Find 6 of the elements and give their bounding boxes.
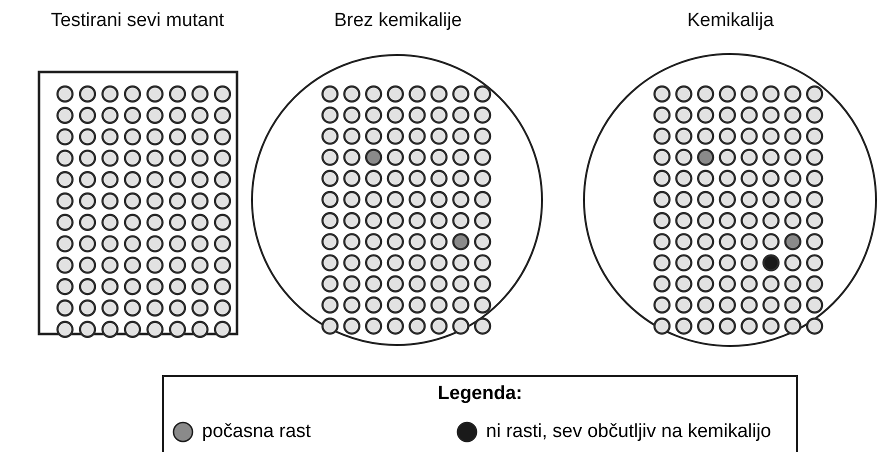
dish-title: Kemikalija bbox=[687, 10, 774, 32]
dish-title: Brez kemikalije bbox=[334, 10, 462, 32]
legend-title: Legenda: bbox=[438, 383, 522, 405]
legend-text: ni rasti, sev občutljiv na kemikalijo bbox=[486, 421, 772, 443]
dish-title: Testirani sevi mutant bbox=[50, 10, 224, 32]
legend-text: počasna rast bbox=[202, 421, 311, 443]
